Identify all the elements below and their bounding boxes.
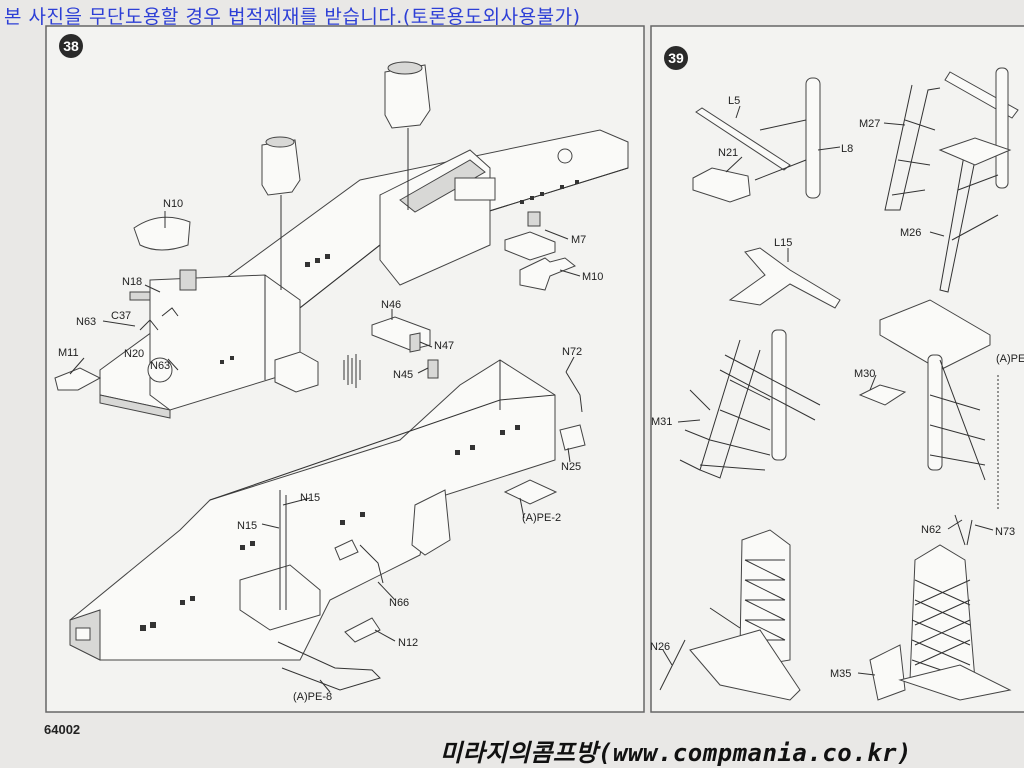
label-n26: N26 [650,641,670,653]
assembly-m30-tower [858,299,999,510]
step-39-badge: 39 [664,46,688,70]
label-m26: M26 [900,227,921,239]
label-n20: N20 [124,348,144,360]
part-hood [274,351,319,393]
assembly-n26-mast [659,529,801,701]
label-m7: M7 [571,234,586,246]
part-pe8 [277,641,381,691]
part-c37 [139,307,179,331]
hangar-hull [69,359,556,661]
label-pe: (A)PE [996,353,1024,365]
assembly-m31-tower [679,329,821,479]
step-38-leaders [69,211,581,693]
label-n45: N45 [393,369,413,381]
label-n12: N12 [398,637,418,649]
copyright-warning: 본 사진을 무단도용할 경우 법적제재를 받습니다.(토론용도외사용불가) [4,6,581,28]
label-n25: N25 [561,461,581,473]
part-m7-m10 [504,211,576,291]
assembly-l15 [728,247,841,309]
part-n18 [129,291,151,301]
label-n21: N21 [718,147,738,159]
label-n66: N66 [389,597,409,609]
part-pe2 [503,479,558,505]
label-m27: M27 [859,118,880,130]
label-l8: L8 [841,143,853,155]
label-pe8: (A)PE-8 [293,691,332,703]
part-n10 [133,216,191,251]
label-n15-right: N15 [300,492,320,504]
label-n18: N18 [122,276,142,288]
label-m31: M31 [651,416,672,428]
label-n63-bottom: N63 [150,360,170,372]
label-m11: M11 [58,347,79,359]
label-n10: N10 [163,198,183,210]
label-l15: L15 [774,237,792,249]
label-n46: N46 [381,299,401,311]
upper-superstructure [99,129,629,419]
label-m10: M10 [582,271,603,283]
assembly-m35-mast [869,514,1012,701]
part-n12 [344,617,381,643]
label-n72: N72 [562,346,582,358]
label-n73: N73 [995,526,1015,538]
step-38-number: 38 [63,38,79,54]
step-38-badge: 38 [59,34,83,58]
funnel-part-rear [261,136,301,290]
label-pe2: (A)PE-2 [522,512,561,524]
assembly-m26-m27 [884,67,1019,293]
label-c37: C37 [111,310,131,322]
step-39-number: 39 [668,50,684,66]
part-n45 [343,354,439,388]
label-n62: N62 [921,524,941,536]
label-n47: N47 [434,340,454,352]
page-number: 64002 [44,722,81,737]
label-n15-left: N15 [237,520,257,532]
footer-site-credit: 미라지의콤프방(www.compmania.co.kr) [440,739,912,767]
label-m30: M30 [854,368,875,380]
part-m11 [54,367,102,391]
step-39-leaders [662,105,994,676]
assembly-l5-l8 [692,77,821,203]
part-n46-n47 [371,316,431,353]
part-n66 [334,539,384,584]
part-n72 [559,371,586,451]
label-n63-top: N63 [76,316,96,328]
funnel-part-front [384,61,431,210]
label-l5: L5 [728,95,740,107]
label-m35: M35 [830,668,851,680]
